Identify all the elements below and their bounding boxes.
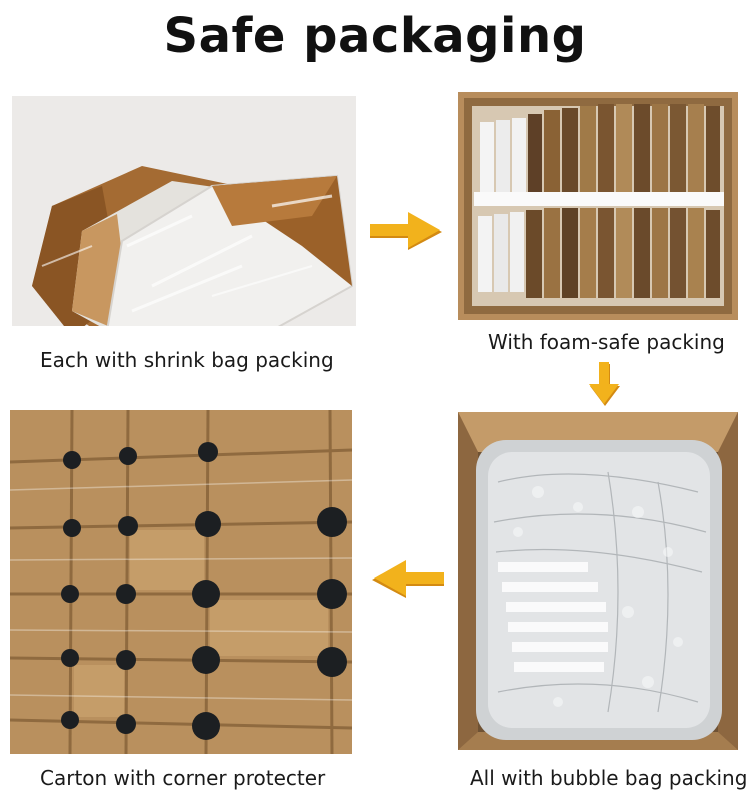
arrow-right-icon xyxy=(368,210,444,254)
step-caption-bubble-bag: All with bubble bag packing xyxy=(470,766,748,790)
page-title: Safe packaging xyxy=(163,8,587,64)
foam-safe-packing-photo xyxy=(458,92,738,320)
bubble-bag-packing-photo xyxy=(458,412,738,750)
step-caption-shrink-bag: Each with shrink bag packing xyxy=(40,348,334,372)
arrow-down-icon xyxy=(588,362,622,408)
arrow-left-icon xyxy=(370,558,446,602)
carton-stack-photo xyxy=(10,410,352,754)
shrink-bag-coasters-photo xyxy=(12,96,356,326)
step-caption-foam-safe: With foam-safe packing xyxy=(488,330,725,354)
step-caption-corner-protector: Carton with corner protecter xyxy=(40,766,326,790)
